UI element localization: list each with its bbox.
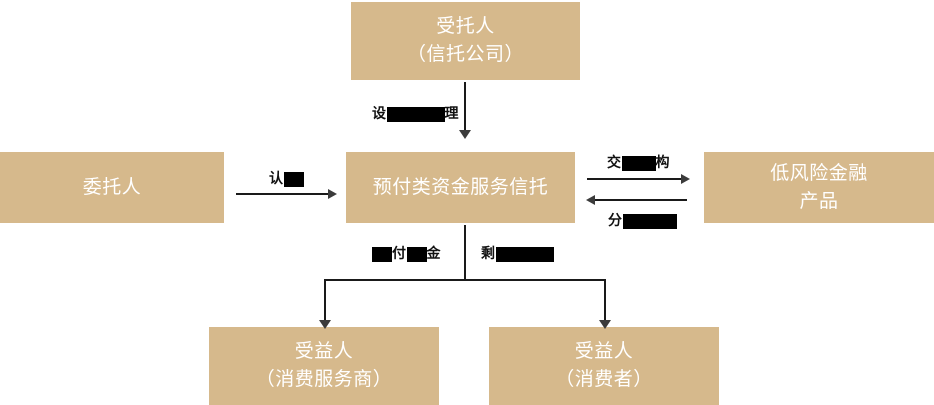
connector-fork-left-drop [324, 279, 326, 324]
node-beneficiary-consumer: 受益人 （消费者） [489, 327, 719, 405]
redaction-block [406, 246, 427, 262]
connector-trust-to-product [587, 178, 683, 180]
arrowhead-left-product-to-trust [586, 195, 595, 205]
edge-label-setup-suffix: 理 [444, 106, 459, 122]
edge-label-invest: 交构 [607, 152, 670, 172]
edge-label-pay-middle: 付 [392, 246, 407, 262]
edge-label-residual: 剩 [481, 243, 554, 263]
connector-trust-fork-crossbar [324, 279, 605, 281]
connector-trustee-to-trust [464, 82, 466, 135]
edge-label-subscribe: 认 [269, 168, 304, 188]
redaction-block [372, 246, 392, 262]
arrowhead-right-trust-to-product [681, 174, 690, 184]
edge-label-setup-prefix: 设 [372, 106, 387, 122]
redaction-block [283, 171, 304, 187]
connector-product-to-trust [592, 199, 687, 201]
node-beneficiary-merchant: 受益人 （消费服务商） [209, 327, 439, 405]
edge-label-distribute-prefix: 分 [608, 213, 623, 229]
edge-label-distribute: 分 [608, 210, 677, 230]
arrowhead-down-trustee-to-trust [459, 130, 471, 139]
edge-label-invest-prefix: 交 [607, 155, 622, 171]
arrowhead-down-to-beneficiary-consumer [599, 320, 611, 329]
redaction-block [622, 213, 677, 229]
connector-settlor-to-trust [236, 193, 330, 195]
redaction-block [386, 106, 445, 122]
edge-label-pay: 付金 [372, 243, 441, 263]
node-trustee: 受托人 （信托公司） [351, 2, 580, 80]
arrowhead-down-to-beneficiary-merchant [319, 320, 331, 329]
redaction-block [495, 246, 554, 262]
node-settlor: 委托人 [0, 152, 224, 223]
node-trust-product: 预付类资金服务信托 [346, 152, 575, 223]
edge-label-setup: 设理 [372, 103, 459, 123]
connector-fork-right-drop [604, 279, 606, 324]
edge-label-pay-suffix: 金 [426, 246, 441, 262]
connector-trust-fork-stem [464, 225, 466, 280]
arrowhead-right-settlor-to-trust [328, 189, 337, 199]
node-low-risk-financial-product: 低风险金融 产品 [704, 152, 934, 223]
edge-label-residual-prefix: 剩 [481, 246, 496, 262]
edge-label-invest-suffix: 构 [655, 155, 670, 171]
redaction-block [621, 155, 656, 171]
edge-label-subscribe-prefix: 认 [269, 171, 284, 187]
